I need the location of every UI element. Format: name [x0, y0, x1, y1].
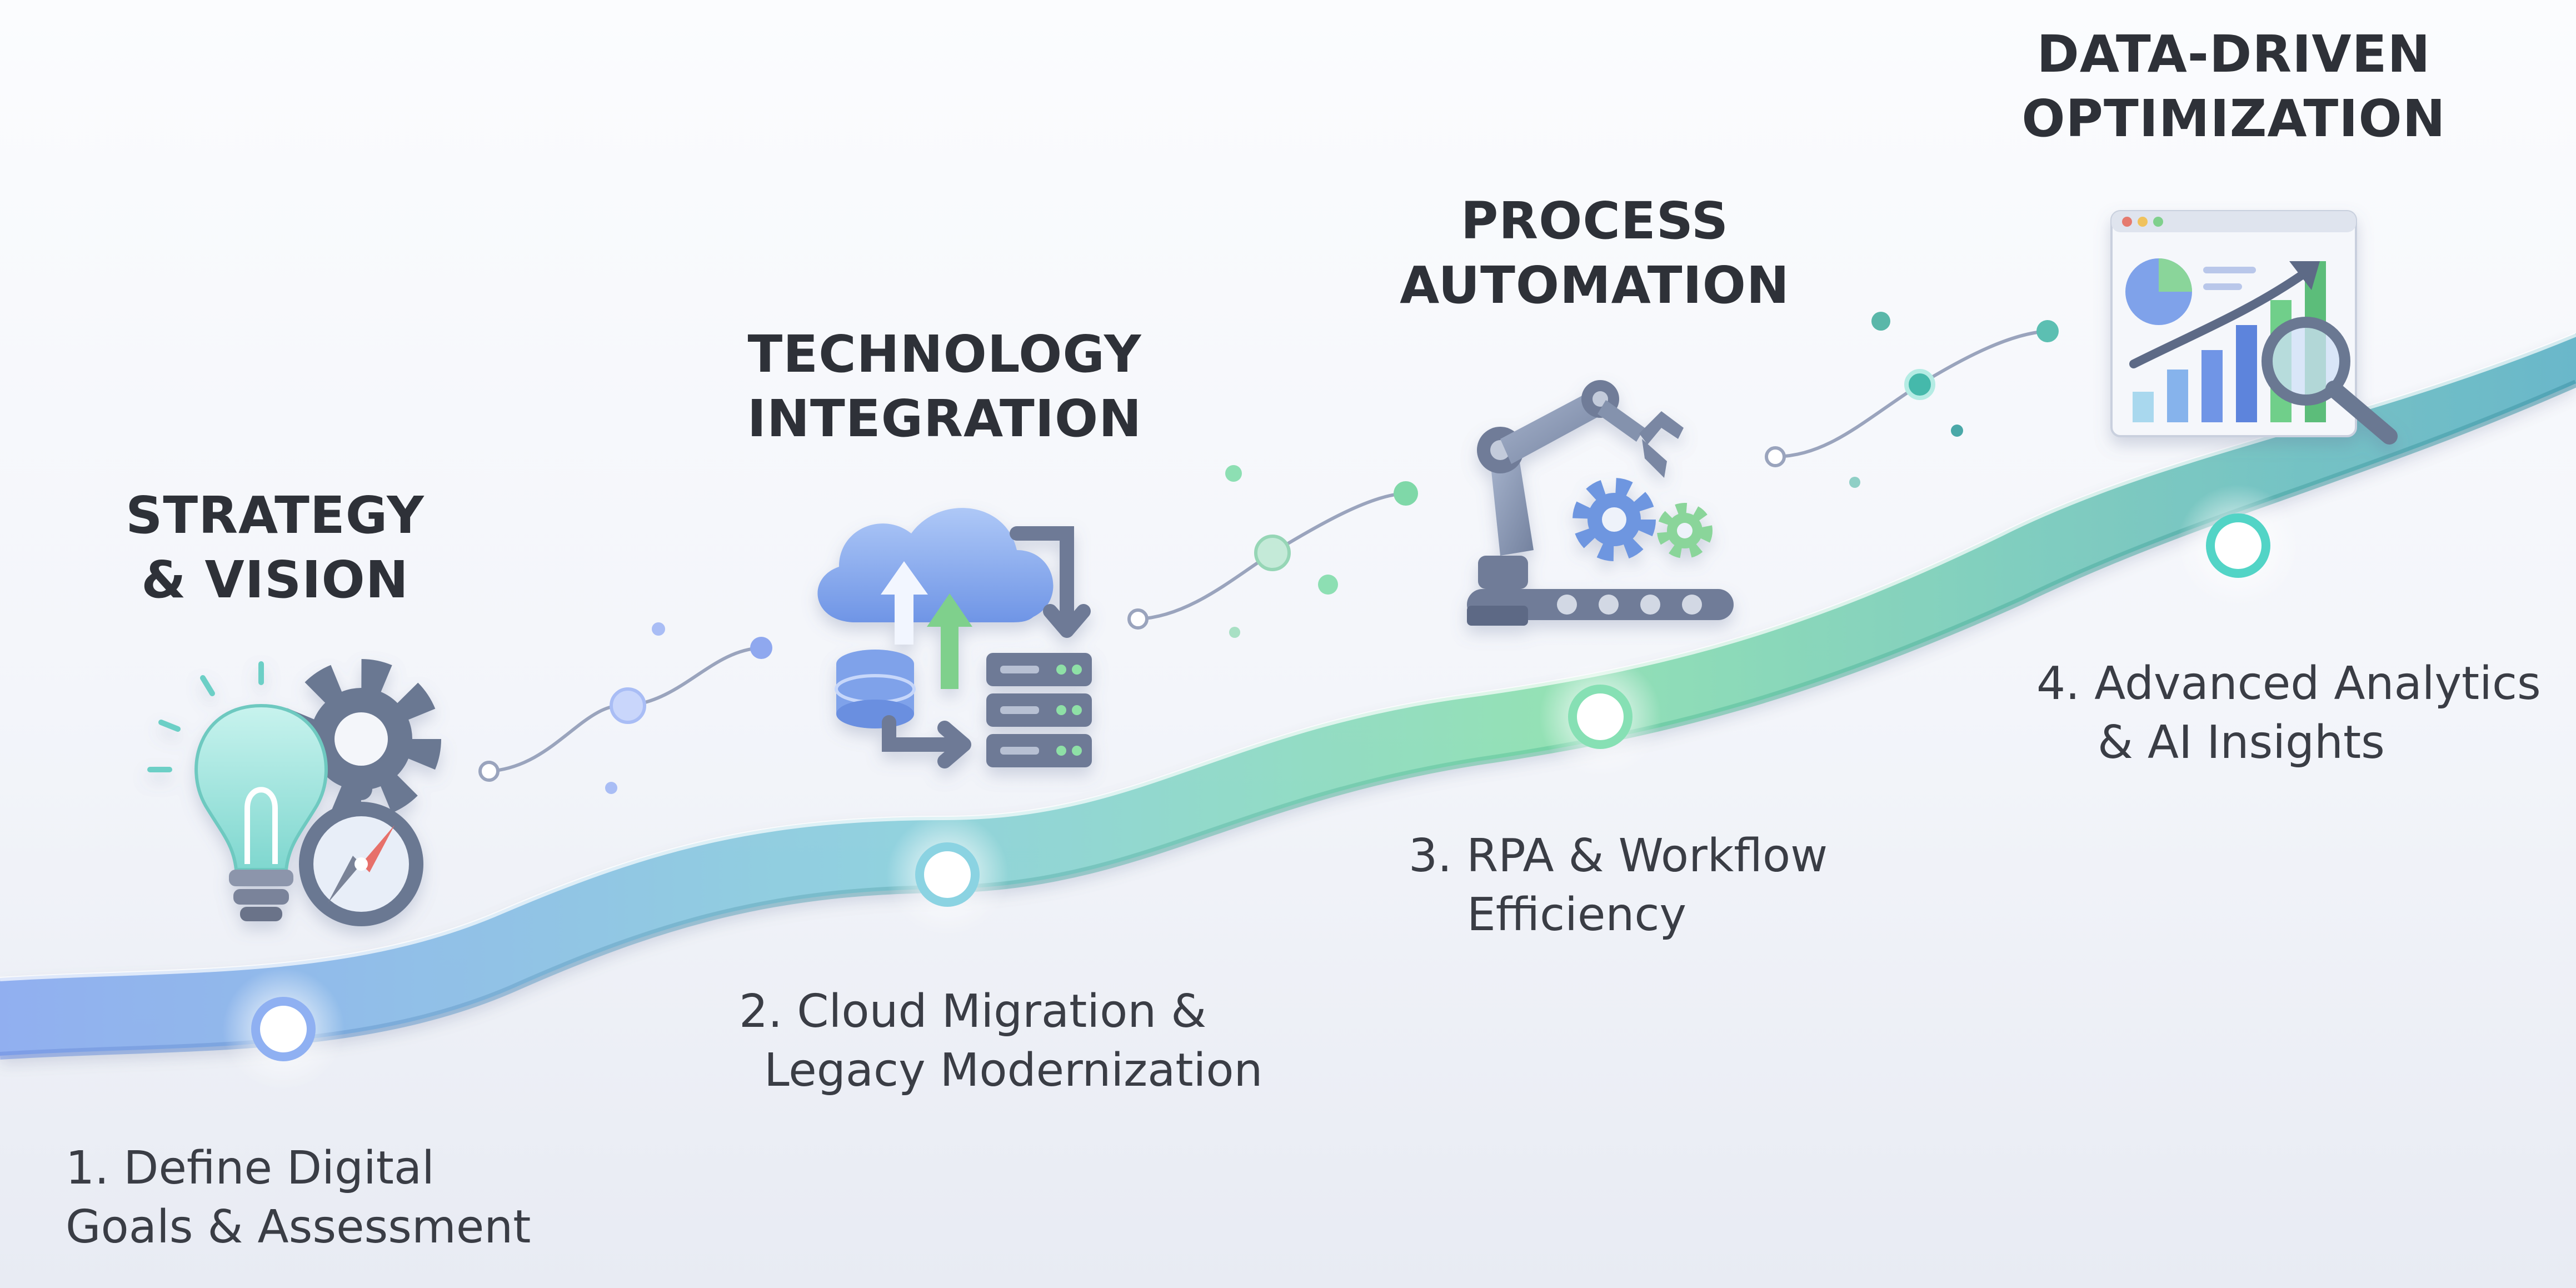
step-1-description: 1. Define Digital Goals & Assessment: [66, 1139, 566, 1257]
lightbulb-icon: [147, 661, 328, 921]
step-4-description-line-1: 4. Advanced Analytics: [2036, 657, 2541, 710]
roadmap-path: [0, 332, 2576, 1060]
gear-icon: [281, 659, 441, 819]
step-3-description-line-2: Efficiency: [1467, 888, 1686, 941]
step-4-description: 4. Advanced Analytics & AI Insights: [2036, 655, 2570, 772]
step-2-title-line-1: TECHNOLOGY: [747, 325, 1142, 384]
robot-arm-icon: [1477, 380, 1684, 589]
step-3-title-line-1: PROCESS: [1460, 191, 1729, 251]
step-3-description: 3. RPA & Workflow Efficiency: [1409, 827, 1909, 945]
step-3-title: PROCESS AUTOMATION: [1372, 189, 1817, 318]
step-3-description-line-1: 3. RPA & Workflow: [1409, 830, 1828, 882]
milestone-node-2: [886, 813, 1009, 936]
step-2-description: 2. Cloud Migration & Legacy Modernizatio…: [739, 982, 1350, 1100]
pie-chart-icon: [2125, 258, 2192, 325]
milestone-node-4: [2177, 485, 2299, 607]
connector-2: [1127, 465, 1418, 638]
upload-arrow-icon: [881, 561, 972, 689]
magnifier-icon: [2262, 317, 2398, 445]
sync-arrows-icon: [882, 526, 1091, 768]
milestone-node-1: [222, 968, 345, 1090]
milestone-node-3: [1539, 656, 1661, 778]
step-4-title-line-1: DATA-DRIVEN: [2036, 24, 2431, 84]
step-2-title-line-2: INTEGRATION: [747, 389, 1142, 448]
step-2-description-line-1: 2. Cloud Migration &: [739, 985, 1207, 1038]
step-1-title: STRATEGY & VISION: [72, 483, 478, 612]
analytics-dashboard-magnifier-icon: [2110, 210, 2398, 445]
cloud-database-server-icon: [817, 508, 1092, 768]
step-4-title-line-2: OPTIMIZATION: [2021, 89, 2446, 148]
robot-arm-conveyor-icon: [1467, 380, 1734, 626]
connector-1: [478, 622, 772, 794]
database-icon: [835, 650, 916, 728]
conveyor-icon: [1467, 589, 1734, 626]
lightbulb-gear-compass-icon: [147, 659, 441, 926]
server-rack-icon: [986, 653, 1092, 767]
step-4-title: DATA-DRIVEN OPTIMIZATION: [1989, 22, 2478, 151]
step-1-description-line-2: Goals & Assessment: [66, 1201, 531, 1254]
step-2-description-line-2: Legacy Modernization: [764, 1044, 1263, 1097]
gear-icon: [1572, 478, 1713, 561]
step-1-description-line-1: 1. Define Digital: [66, 1142, 435, 1195]
step-1-title-line-1: STRATEGY: [126, 486, 425, 545]
cloud-icon: [817, 508, 1054, 622]
step-1-title-line-2: & VISION: [141, 550, 409, 610]
connector-3: [1765, 312, 2059, 488]
step-3-title-line-2: AUTOMATION: [1400, 256, 1790, 315]
step-4-description-line-2: & AI Insights: [2098, 716, 2385, 769]
step-2-title: TECHNOLOGY INTEGRATION: [722, 322, 1167, 451]
compass-icon: [299, 778, 423, 926]
